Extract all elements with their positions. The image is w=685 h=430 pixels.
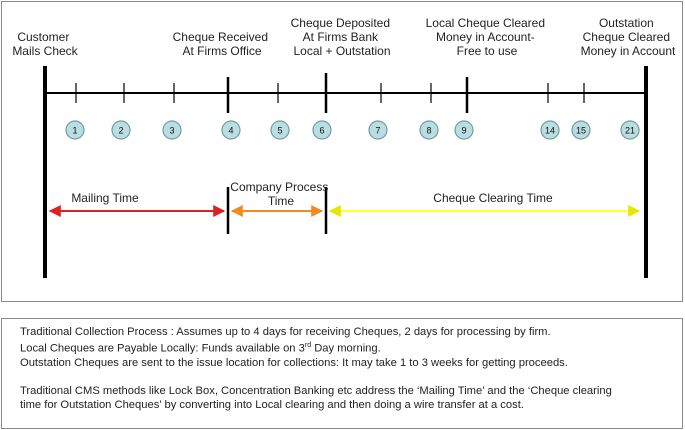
notes-text: Traditional Collection Process : Assumes… [20,325,680,412]
svg-text:6: 6 [319,126,324,136]
day-marker: 2 [111,120,131,140]
note-line-4: Traditional CMS methods like Lock Box, C… [20,384,612,397]
svg-text:14: 14 [545,126,555,136]
day-marker: 15 [571,120,591,140]
day-marker: 1 [65,120,85,140]
svg-text:1: 1 [72,126,77,136]
svg-text:8: 8 [426,126,431,136]
note-line-1: Traditional Collection Process : Assumes… [20,326,551,338]
day-marker: 8 [419,120,439,140]
milestone-mail-label: Customer Mails Check [12,30,78,58]
notes-panel: Traditional Collection Process : Assumes… [1,318,683,429]
day-marker: 6 [312,120,332,140]
day-markers: 1 2 3 4 5 6 7 8 9 14 15 21 [65,120,640,140]
milestone-outstation-cleared-label: Outstation Cheque Cleared Money in Accou… [581,16,676,58]
clearing-time-label: Cheque Clearing Time [433,191,553,205]
timeline-panel [1,1,683,302]
process-time-label: Company Process Time [230,180,331,208]
day-marker: 21 [620,120,640,140]
note-line-5: time for Outstation Cheques’ by converti… [20,398,524,411]
milestone-received-label: Cheque Received At Firms Office [173,30,272,58]
svg-text:4: 4 [228,126,233,136]
note-line-2: Local Cheques are Payable Locally: Funds… [20,342,381,355]
day-marker: 3 [162,120,182,140]
svg-text:2: 2 [118,126,123,136]
timeline-ticks [75,83,585,103]
svg-text:5: 5 [277,126,282,136]
svg-text:15: 15 [576,126,586,136]
timeline-diagram: Customer Mails Check Cheque Received At … [12,16,676,278]
day-marker: 7 [368,120,388,140]
svg-text:7: 7 [375,126,380,136]
day-marker: 14 [540,120,560,140]
mailing-time-label: Mailing Time [71,191,139,205]
milestone-local-cleared-label: Local Cheque Cleared Money in Account- F… [426,16,549,58]
day-marker: 5 [270,120,290,140]
milestone-deposited-label: Cheque Deposited At Firms Bank Local + O… [291,16,394,58]
svg-text:9: 9 [461,126,466,136]
svg-text:3: 3 [169,126,174,136]
day-marker: 4 [221,120,241,140]
note-line-3: Outstation Cheques are sent to the issue… [20,356,568,369]
day-marker: 9 [454,120,474,140]
svg-text:21: 21 [625,126,635,136]
